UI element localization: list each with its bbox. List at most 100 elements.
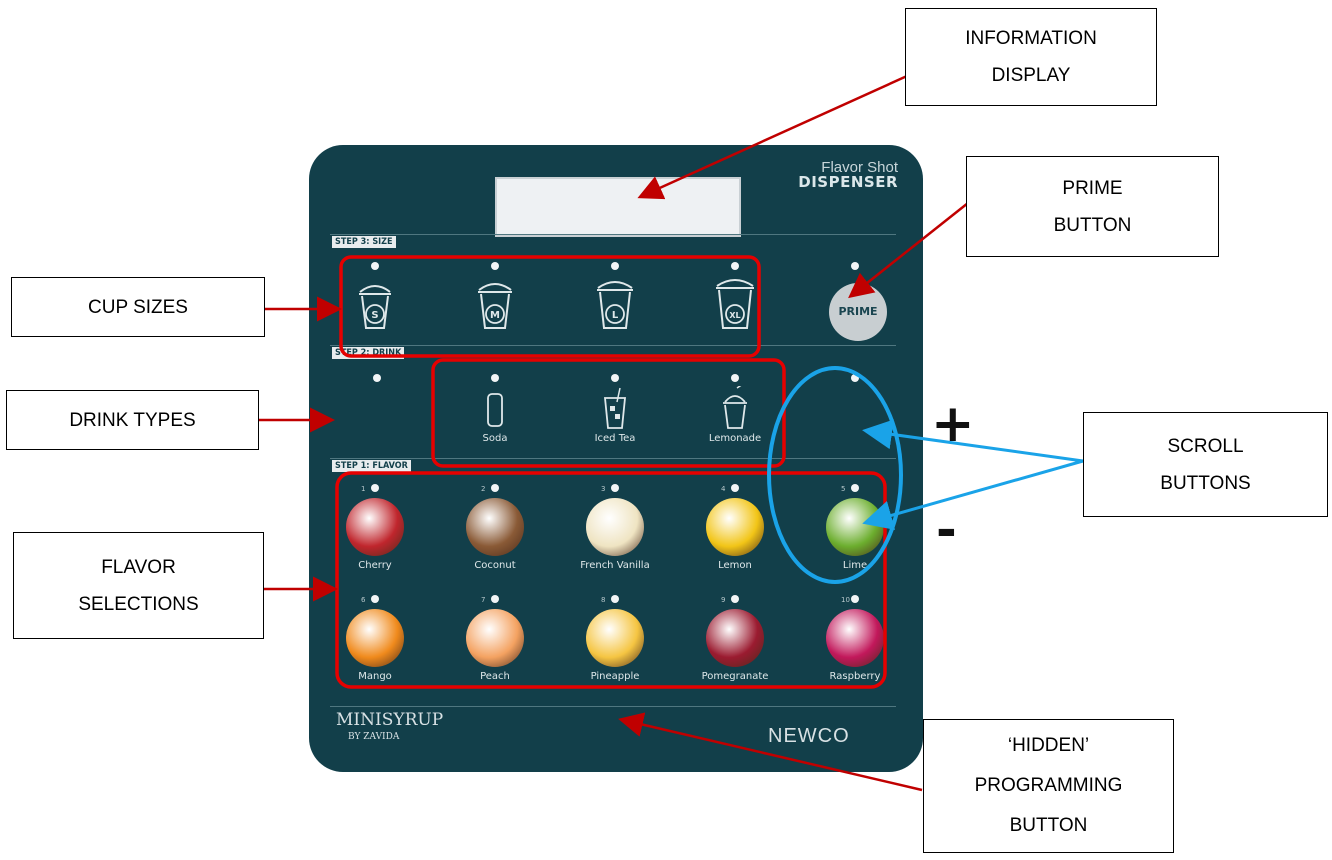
cup-icon: L — [597, 281, 633, 329]
drink-label: Soda — [482, 433, 508, 444]
callout-line: FLAVOR — [101, 556, 176, 578]
flavor-button[interactable] — [826, 609, 884, 667]
flavor-label: Raspberry — [829, 671, 881, 682]
callout-line: PRIME — [1062, 177, 1123, 199]
callout-line: BUTTON — [1053, 214, 1132, 236]
flavor-number: 10 — [841, 596, 850, 604]
callout-line: BUTTONS — [1160, 472, 1251, 494]
flavor-number: 5 — [841, 485, 846, 493]
flavor-button[interactable] — [346, 609, 404, 667]
divider — [330, 234, 896, 235]
flavor-led — [371, 484, 379, 492]
flavor-label: Cherry — [358, 560, 392, 571]
flavor-button[interactable] — [586, 498, 644, 556]
callout-line: ‘HIDDEN’ — [1007, 735, 1090, 756]
cup-size-letter: S — [371, 310, 378, 321]
drink-led-empty — [373, 374, 381, 382]
cup-led — [731, 262, 739, 270]
flavor-number: 8 — [601, 596, 606, 604]
arrow-scroll-down — [862, 459, 1084, 530]
flavor-led — [491, 484, 499, 492]
callout-hidden-programming: ‘HIDDEN’ PROGRAMMING BUTTON — [923, 719, 1174, 853]
divider — [330, 706, 896, 707]
flavor-number: 4 — [721, 485, 726, 493]
flavor-button[interactable] — [706, 609, 764, 667]
flavor-led — [851, 595, 859, 603]
cup-size-button[interactable]: XL — [715, 276, 755, 341]
drink-icon — [604, 387, 626, 429]
flavor-led — [491, 595, 499, 603]
flavor-highlight — [335, 471, 887, 689]
cup-size-letter: M — [490, 310, 500, 321]
arrow-scroll-up — [862, 419, 1084, 463]
callout-drink-types: DRINK TYPES — [6, 390, 259, 450]
flavor-led — [371, 595, 379, 603]
flavor-led — [731, 595, 739, 603]
drink-button[interactable] — [479, 386, 511, 437]
cup-led — [491, 262, 499, 270]
flavor-led — [731, 484, 739, 492]
callout-prime-button: PRIME BUTTON — [966, 156, 1219, 257]
divider — [330, 345, 896, 346]
cup-led — [611, 262, 619, 270]
logo-left-main: MINISYRUP — [336, 710, 444, 730]
drink-label: Iced Tea — [594, 433, 636, 444]
flavor-label: Pineapple — [590, 671, 640, 682]
cup-size-letter: XL — [729, 311, 740, 320]
cup-size-button[interactable]: M — [475, 276, 515, 341]
cup-size-letter: L — [612, 310, 619, 321]
cup-icon: M — [478, 283, 512, 329]
flavor-led — [611, 484, 619, 492]
arrow-prime — [848, 202, 969, 299]
scroll-highlight — [767, 366, 903, 584]
information-display — [495, 177, 741, 237]
callout-line: BUTTON — [1009, 815, 1088, 836]
drink-icon — [723, 383, 747, 429]
flavor-number: 9 — [721, 596, 726, 604]
flavor-button[interactable] — [706, 498, 764, 556]
flavor-number: 1 — [361, 485, 366, 493]
cup-size-button[interactable]: L — [595, 276, 635, 341]
callout-scroll-buttons: SCROLL BUTTONS — [1083, 412, 1328, 517]
cup-icon: XL — [716, 279, 754, 329]
drink-button[interactable] — [599, 386, 631, 437]
flavor-button[interactable] — [466, 609, 524, 667]
callout-flavor-selections: FLAVOR SELECTIONS — [13, 532, 264, 639]
step-size-label: STEP 3: SIZE — [332, 236, 396, 248]
newco-logo: NEWCO — [768, 725, 850, 747]
flavor-label: Lemon — [718, 560, 752, 571]
cup-led — [371, 262, 379, 270]
cup-icon: S — [359, 285, 391, 329]
scroll-plus-symbol: + — [931, 394, 975, 454]
flavor-button[interactable] — [466, 498, 524, 556]
flavor-number: 7 — [481, 596, 486, 604]
divider — [330, 458, 896, 459]
callout-line: SELECTIONS — [78, 593, 199, 615]
flavor-number: 2 — [481, 485, 486, 493]
drink-button[interactable] — [719, 383, 751, 437]
prime-led — [851, 262, 859, 270]
callout-cup-sizes: CUP SIZES — [11, 277, 265, 337]
flavor-button[interactable] — [586, 609, 644, 667]
flavor-label: French Vanilla — [580, 560, 650, 571]
flavor-label: Peach — [480, 671, 510, 682]
flavor-label: Coconut — [474, 560, 516, 571]
flavor-button[interactable] — [346, 498, 404, 556]
callout-line: DRINK TYPES — [69, 409, 196, 431]
callout-line: INFORMATION — [965, 28, 1097, 49]
callout-line: PROGRAMMING — [974, 775, 1123, 796]
scroll-minus-symbol: - — [936, 501, 957, 559]
callout-information-display: INFORMATION DISPLAY — [905, 8, 1157, 106]
arrow-hidden — [618, 712, 923, 792]
brand-bottom: DISPENSER — [798, 173, 898, 191]
drink-led — [611, 374, 619, 382]
scroll-led — [851, 374, 859, 382]
flavor-number: 6 — [361, 596, 366, 604]
cup-size-button[interactable]: S — [355, 276, 395, 341]
drink-led — [491, 374, 499, 382]
brand-top: Flavor Shot — [821, 159, 898, 176]
drink-types-highlight — [431, 358, 786, 468]
callout-line: CUP SIZES — [88, 296, 188, 318]
flavor-led — [611, 595, 619, 603]
